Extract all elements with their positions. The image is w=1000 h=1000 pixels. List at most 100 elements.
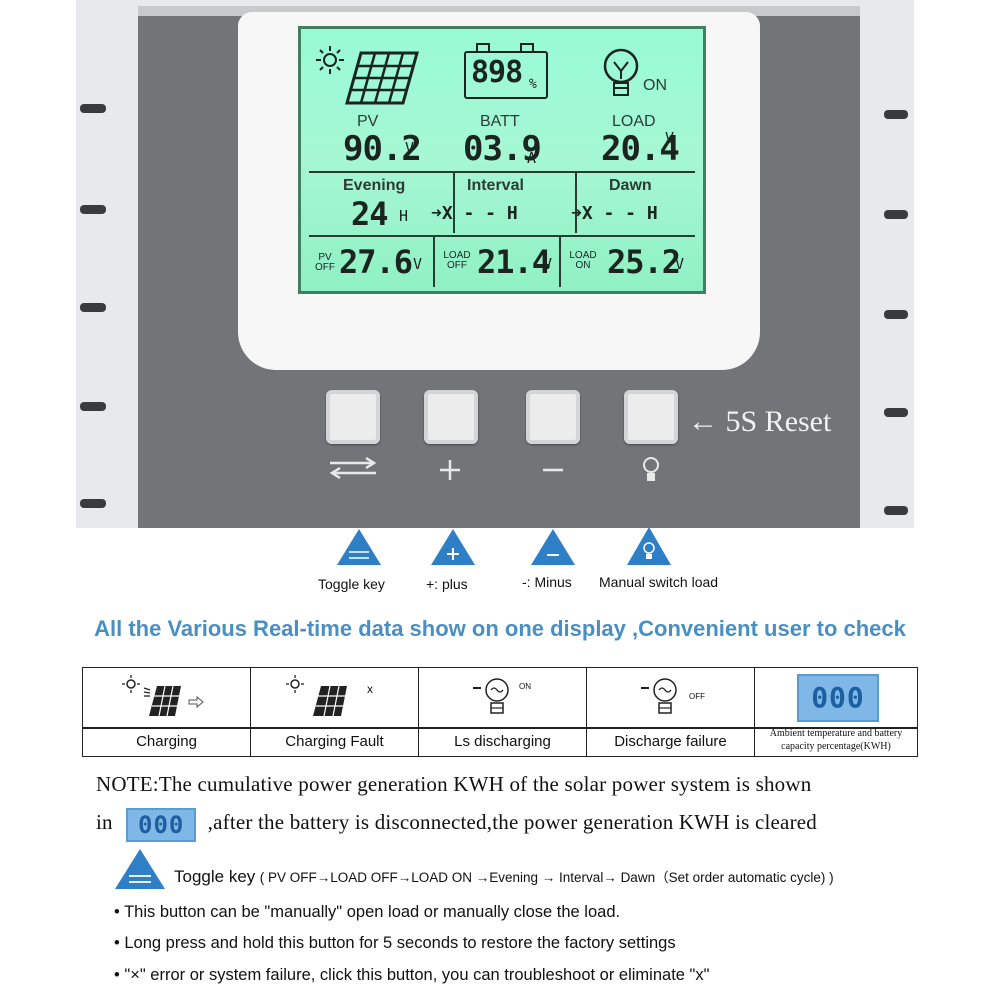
charging-icon (122, 675, 204, 717)
panel-top-edge (138, 6, 860, 16)
status-table: Charging x Charging Fault ON Ls discharg… (82, 667, 918, 757)
interval-label: Interval (467, 177, 524, 194)
load-voltage: 20.4 (601, 129, 680, 169)
vent-slot (80, 104, 106, 113)
lcd-divider (559, 237, 561, 287)
manual-load-button[interactable] (624, 390, 678, 444)
pv-off-unit: V (413, 255, 423, 273)
note-line-2: in 000 ,after the battery is disconnecte… (96, 804, 817, 842)
bullet-item: • This button can be "manually" open loa… (114, 903, 621, 921)
toggle-button[interactable] (326, 390, 380, 444)
bulb-off-icon (641, 678, 677, 714)
load-label: LOAD (612, 113, 656, 130)
dawn-value: ➜X - - H (571, 203, 658, 224)
note-prefix: in (96, 810, 113, 834)
bullet-item: • "×" error or system failure, click thi… (114, 966, 710, 984)
load-off-voltage: 21.4 (477, 243, 551, 281)
load-unit: V (665, 129, 675, 147)
load-off-unit: V (543, 255, 553, 273)
sun-icon (316, 46, 344, 74)
minus-icon (543, 468, 563, 472)
plus-button[interactable] (424, 390, 478, 444)
batt-label: BATT (480, 113, 520, 130)
reset-label: ← 5S Reset (688, 405, 832, 438)
vent-slot (80, 303, 106, 312)
vent-slot (80, 402, 106, 411)
toggle-key-title: Toggle key (174, 867, 256, 886)
load-on-unit: V (675, 255, 685, 273)
battery-icon (464, 51, 548, 99)
status-caption: Ambient temperature and battery capacity… (769, 728, 903, 752)
evening-hours: 24 (351, 195, 389, 233)
bulb-icon (643, 457, 659, 481)
status-caption: Charging (136, 733, 197, 750)
evening-label: Evening (343, 177, 406, 194)
toggle-key-icon (115, 849, 165, 889)
lcd-display: 898 % ON PV BATT LOAD 90.2 V 03.9 A 20.4… (298, 26, 706, 294)
pv-voltage: 90.2 (343, 129, 422, 169)
plus-icon (440, 460, 460, 480)
status-caption: Charging Fault (285, 733, 384, 750)
bullet-item: • Long press and hold this button for 5 … (114, 934, 676, 952)
vent-slot (884, 506, 908, 515)
status-caption: Discharge failure (614, 733, 727, 750)
battery-percent: 898 (471, 55, 523, 90)
manual-key-label: Manual switch load (599, 574, 719, 590)
solar-panel-icon (345, 51, 419, 105)
note-kwh-display: 000 (126, 808, 197, 842)
battery-terminal (476, 43, 490, 52)
headline: All the Various Real-time data show on o… (94, 616, 906, 641)
pv-off-voltage: 27.6 (339, 243, 413, 281)
minus-key-label: -: Minus (522, 574, 572, 590)
lcd-divider (309, 235, 695, 237)
fault-mark: x (367, 682, 373, 696)
note-suffix: ,after the battery is disconnected,the p… (207, 810, 817, 834)
toggle-key-label: Toggle key (318, 576, 385, 592)
vent-slot (80, 499, 106, 508)
status-cell-discharging: ON Ls discharging (419, 668, 587, 756)
status-cell-temperature: 000 Ambient temperature and battery capa… (755, 668, 917, 756)
battery-percent-sign: % (529, 77, 537, 92)
toggle-key-description: Toggle key ( PV OFF→LOAD OFF→LOAD ON →Ev… (174, 866, 834, 887)
dawn-label: Dawn (609, 177, 652, 194)
off-mark: OFF (689, 692, 705, 701)
vent-slot (80, 205, 106, 214)
vent-slot (884, 110, 908, 119)
bulb-icon (603, 48, 639, 96)
toggle-arrows-icon (329, 456, 377, 480)
batt-current: 03.9 (463, 129, 542, 169)
minus-key-indicator-icon (531, 529, 575, 565)
battery-terminal (520, 43, 534, 52)
vent-slot (884, 310, 908, 319)
vent-slot (884, 408, 908, 417)
load-state: ON (643, 77, 667, 94)
interval-value: ➜X - - H (431, 203, 518, 224)
lcd-divider (575, 173, 577, 233)
batt-unit: A (527, 149, 537, 167)
lcd-divider (453, 173, 455, 233)
manual-load-indicator-icon (627, 527, 671, 565)
on-mark: ON (519, 682, 531, 691)
lcd-divider (309, 171, 695, 173)
minus-button[interactable] (526, 390, 580, 444)
kwh-display: 000 (797, 674, 879, 722)
toggle-key-indicator-icon (337, 529, 381, 565)
load-on-voltage: 25.2 (607, 243, 681, 281)
note-line-1: NOTE:The cumulative power generation KWH… (96, 772, 812, 796)
evening-unit: H (399, 207, 409, 225)
status-cell-charging: Charging (83, 668, 251, 756)
status-cell-discharge-failure: OFF Discharge failure (587, 668, 755, 756)
table-divider (83, 727, 917, 729)
status-caption: Ls discharging (454, 733, 551, 750)
charging-fault-icon (286, 675, 347, 717)
bulb-on-icon (473, 678, 509, 714)
plus-key-indicator-icon (431, 529, 475, 565)
toggle-sequence: ( PV OFF→LOAD OFF→LOAD ON →Evening → Int… (259, 870, 834, 885)
vent-slot (884, 210, 908, 219)
pv-unit: V (405, 139, 415, 157)
lcd-divider (433, 237, 435, 287)
plus-key-label: +: plus (426, 576, 468, 592)
status-cell-charging-fault: x Charging Fault (251, 668, 419, 756)
